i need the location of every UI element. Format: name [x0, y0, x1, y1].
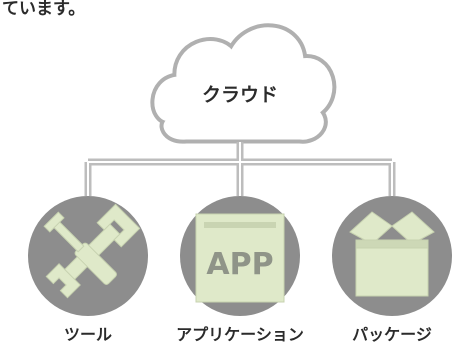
caption-text: ています。 — [2, 0, 85, 19]
application-node: APP — [180, 196, 300, 316]
wrench-screwdriver-icon — [43, 203, 141, 299]
app-icon: APP — [195, 213, 285, 303]
cloud-label: クラウド — [202, 84, 278, 106]
tool-node — [28, 196, 148, 316]
node-label-tool: ツール — [64, 325, 112, 344]
node-label-package: パッケージ — [352, 325, 432, 344]
node-label-application: アプリケーション — [176, 325, 304, 344]
package-node — [332, 196, 452, 316]
package-box-icon — [349, 211, 435, 297]
app-badge-text: APP — [206, 247, 273, 282]
cloud-icon — [150, 23, 337, 144]
